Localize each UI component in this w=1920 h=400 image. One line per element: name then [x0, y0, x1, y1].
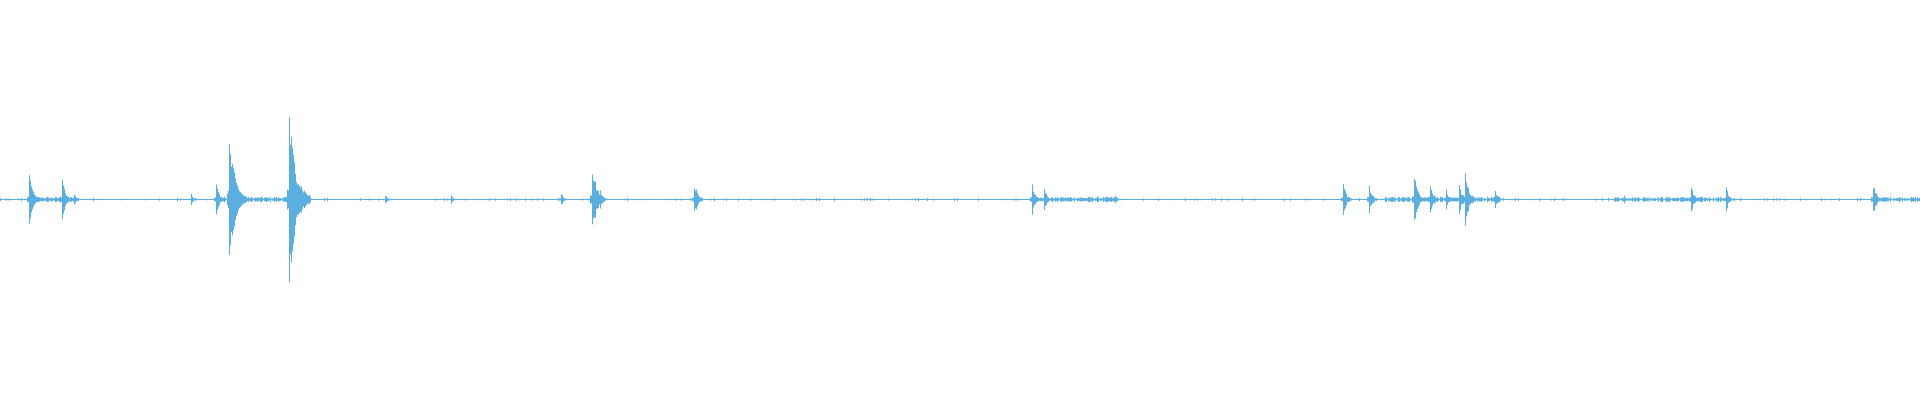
waveform-transient: [1341, 184, 1352, 215]
waveform-transient: [383, 196, 392, 203]
waveform-transient: [1493, 191, 1503, 208]
waveform-transient: [1367, 186, 1378, 213]
waveform-transient: [27, 175, 40, 224]
waveform-transient: [60, 179, 72, 220]
waveform-samples: [0, 116, 1920, 283]
waveform-transient: [1871, 187, 1882, 212]
waveform-transient: [1689, 187, 1700, 212]
waveform-transient: [189, 194, 198, 205]
waveform-transient: [1724, 187, 1734, 212]
waveform-transient: [598, 190, 608, 209]
waveform-transient: [449, 195, 458, 204]
waveform-transient: [1622, 195, 1631, 204]
waveform-transient: [214, 184, 225, 215]
waveform-transient: [1444, 189, 1454, 210]
waveform-transient: [692, 188, 704, 211]
waveform-transient: [72, 194, 81, 205]
waveform-transient: [287, 116, 311, 283]
waveform-transient: [1463, 173, 1476, 226]
waveform-transient: [1412, 179, 1425, 220]
waveform-transient: [559, 194, 568, 205]
waveform-transient: [227, 143, 247, 256]
waveform-transient: [1113, 195, 1122, 204]
waveform-transient: [1042, 189, 1052, 210]
waveform-transient: [1030, 184, 1041, 215]
waveform-transient: [1428, 186, 1439, 213]
